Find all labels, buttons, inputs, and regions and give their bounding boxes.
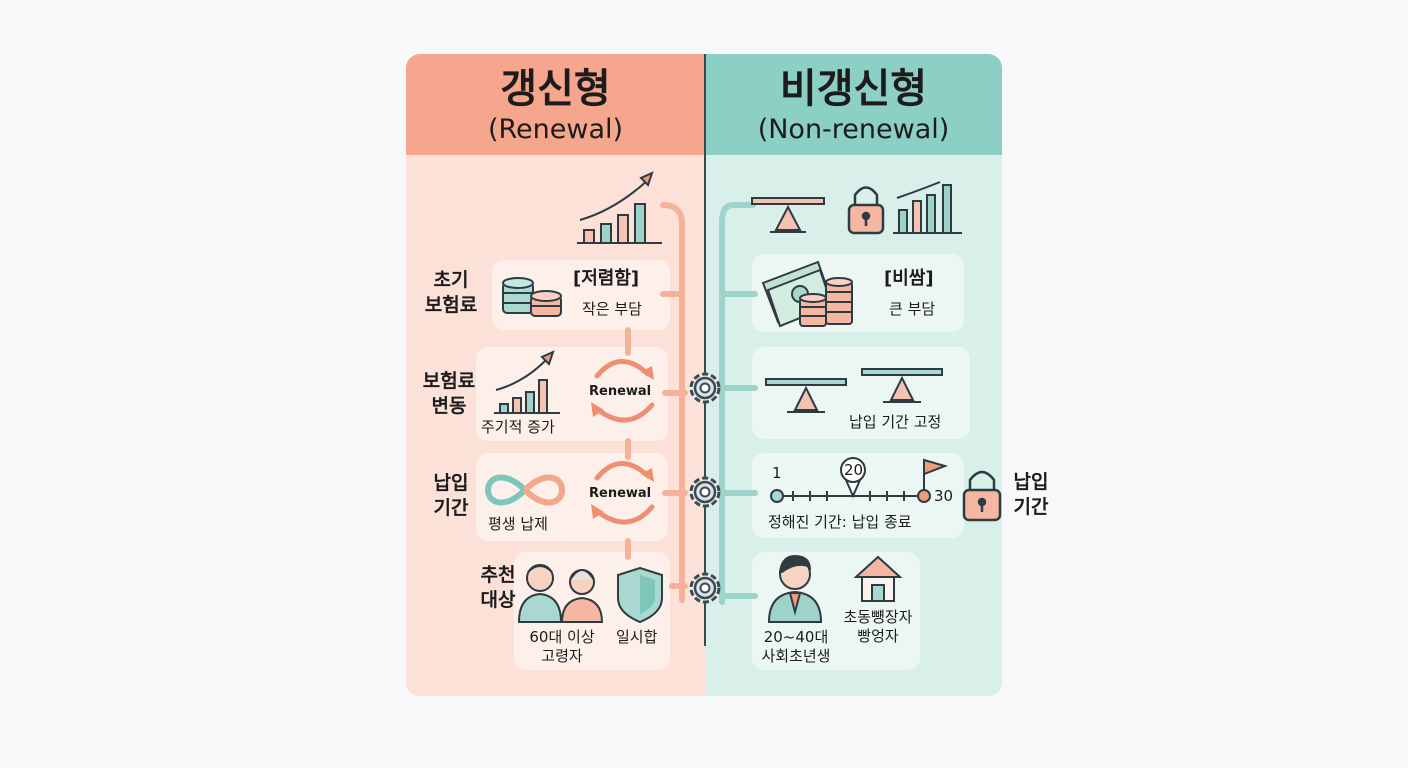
timeline-mid: 20 [844,461,864,479]
target-line: 고령자 [541,647,583,665]
gear-icon [689,572,721,604]
rising-bars-icon [494,350,560,414]
label-line: 보험료 [424,294,478,316]
payment-timeline [770,457,949,503]
renewal-period-desc: 평생 납제 [488,515,548,533]
renewal-connectors [625,202,688,603]
non-renewal-change-card [752,347,970,439]
label-line: 납입 [1013,471,1049,493]
renewal-cycle-icon [594,461,655,525]
bar-chart-icon [893,181,962,234]
renewal-target-lumpsum: 일시합 [616,628,658,646]
target-line: 사회초년생 [761,647,831,665]
row-label-recommended: 추천 대상 [468,563,528,613]
non-renewal-subtitle: (Non-renewal) [757,114,950,145]
money-stack-icon [761,260,853,328]
gear-icon [689,476,721,508]
non-renewal-period-desc: 정해진 기간: 납입 종료 [768,513,912,531]
non-renewal-premium-desc: 큰 부담 [889,300,936,318]
renewal-cycle-icon [594,359,655,423]
row-label-payment-period-right: 납입 기간 [1006,470,1056,520]
label-line: 초기 [433,269,469,291]
renewal-target-desc: 60대 이상 고령자 [520,628,604,666]
renewal-title: 갱신형 [500,66,611,112]
non-renewal-change-desc: 납입 기간 고정 [849,413,942,431]
timeline-start: 1 [772,464,782,482]
non-renewal-header: 비갱신형 (Non-renewal) [705,54,1002,155]
cycle-arrowheads-icon [591,366,654,417]
businessman-icon [767,554,823,623]
target-line: 20~40대 [763,628,829,646]
house-icon [853,555,903,602]
non-renewal-connectors [719,202,758,605]
renewal-premium-tag: [저렴함] [573,268,640,289]
lock-icon [962,470,1002,522]
cycle-arrowheads-icon [591,468,654,519]
renewal-cycle-label: Renewal [589,384,652,399]
target-line: 60대 이상 [529,628,595,646]
target-line: 빵엉자 [857,627,899,645]
row-label-initial-premium: 초기 보험료 [416,268,486,318]
row-label-premium-change: 보험료 변동 [414,369,484,419]
non-renewal-title: 비갱신형 [779,66,928,112]
elderly-couple-icon [517,564,604,623]
non-renewal-target-age: 20~40대 사회초년생 [754,628,838,666]
non-renewal-premium-tag: [비쌈] [884,268,934,289]
non-renewal-target-home: 초동뻉장자 빵엉자 [835,608,921,646]
label-line: 변동 [431,395,467,417]
growth-chart-icon [577,171,662,244]
label-line: 기간 [433,497,469,519]
renewal-subtitle: (Renewal) [487,114,624,145]
label-line: 보험료 [422,370,476,392]
renewal-header: 갱신형 (Renewal) [406,54,705,155]
label-line: 대상 [480,589,516,611]
renewal-change-desc: 주기적 증가 [481,418,555,436]
gear-icon [689,372,721,404]
label-line: 납입 [433,472,469,494]
balance-scale-icon [765,368,943,413]
renewal-cycle-label: Renewal [589,486,652,501]
coins-icon [502,277,562,317]
renewal-premium-desc: 작은 부담 [582,300,642,318]
target-line: 초동뻉장자 [843,608,913,626]
row-label-payment-period: 납입 기간 [418,471,484,521]
label-line: 기간 [1013,496,1049,518]
balance-scale-icon [751,197,825,233]
timeline-end: 30 [934,487,954,505]
label-line: 추천 [480,564,516,586]
lock-icon [847,186,885,235]
